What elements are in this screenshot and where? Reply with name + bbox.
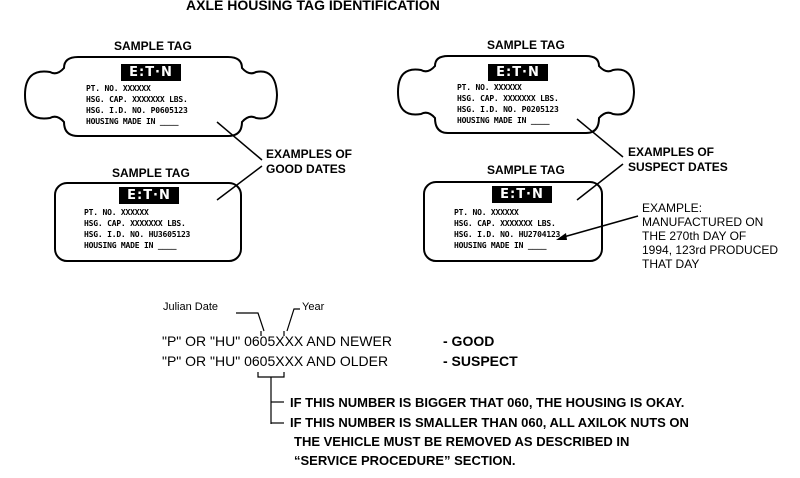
julian-pointer xyxy=(236,312,265,332)
code-prefix: "P" OR "HU" xyxy=(162,353,245,369)
eaton-logo: E:T·N xyxy=(488,64,548,81)
tag-line: HOUSING MADE IN ____ xyxy=(86,117,179,126)
example-note-line: THAT DAY xyxy=(642,257,700,271)
suspect-callout-line-bottom xyxy=(576,163,624,201)
tag-line: HOUSING MADE IN ____ xyxy=(454,241,547,250)
suspect-callout-line-top xyxy=(576,118,624,158)
rule-smaller-cont-1: THE VEHICLE MUST BE REMOVED AS DESCRIBED… xyxy=(294,434,630,449)
tag-line: HOUSING MADE IN ____ xyxy=(84,241,177,250)
code-older: AND OLDER xyxy=(303,353,389,369)
good-tag-bottom-outline xyxy=(54,182,242,262)
tag-line: PT. NO. XXXXXX xyxy=(84,208,149,217)
rules-bracket xyxy=(257,372,285,378)
example-arrow-head xyxy=(556,233,567,240)
rule-smaller: IF THIS NUMBER IS SMALLER THAN 060, ALL … xyxy=(290,415,689,430)
tag-line: HSG. CAP. XXXXXXX LBS. xyxy=(454,219,556,228)
suspect-dates-label-2: SUSPECT DATES xyxy=(628,160,728,174)
sample-tag-label-good-bottom: SAMPLE TAG xyxy=(112,166,190,180)
tag-line: PT. NO. XXXXXX xyxy=(86,84,151,93)
tag-line: PT. NO. XXXXXX xyxy=(457,83,522,92)
sample-tag-label-suspect-top: SAMPLE TAG xyxy=(487,38,565,52)
tag-line: PT. NO. XXXXXX xyxy=(454,208,519,217)
good-dates-label-1: EXAMPLES OF xyxy=(266,147,353,161)
good-callout-line-top xyxy=(216,121,263,161)
year-pointer xyxy=(286,308,300,332)
diagram-title: AXLE HOUSING TAG IDENTIFICATION xyxy=(186,0,440,13)
code-value: 0605XXX xyxy=(244,353,304,369)
eaton-logo: E:T·N xyxy=(121,64,181,81)
sample-tag-label-good-top: SAMPLE TAG xyxy=(114,39,192,53)
code-prefix: "P" OR "HU" xyxy=(162,333,245,349)
good-tag-top-outline xyxy=(23,56,279,137)
rule-smaller-cont-2: “SERVICE PROCEDURE” SECTION. xyxy=(294,453,516,468)
tag-line: HSG. I.D. NO. HU3605123 xyxy=(84,230,191,239)
tag-line: HSG. I.D. NO. P0205123 xyxy=(457,105,559,114)
code-value: 0605XXX xyxy=(244,333,304,349)
code-line-newer: "P" OR "HU" 0605XXX AND NEWER xyxy=(162,333,392,349)
eaton-logo: E:T·N xyxy=(492,186,552,203)
example-note-line: 1994, 123rd PRODUCED xyxy=(642,243,779,257)
tag-line: HSG. CAP. XXXXXXX LBS. xyxy=(457,94,559,103)
eaton-logo: E:T·N xyxy=(119,187,179,204)
tag-line: HSG. CAP. XXXXXXX LBS. xyxy=(86,95,188,104)
sample-tag-label-suspect-bottom: SAMPLE TAG xyxy=(487,163,565,177)
example-note-line: THE 270th DAY OF xyxy=(642,229,747,243)
example-note-line: EXAMPLE: xyxy=(642,201,703,215)
year-label: Year xyxy=(302,301,325,313)
result-good: - GOOD xyxy=(443,333,495,349)
example-arrow-line xyxy=(559,215,639,239)
tag-line: HSG. I.D. NO. HU2704123 xyxy=(454,230,561,239)
code-newer: AND NEWER xyxy=(303,333,392,349)
suspect-tag-top-outline xyxy=(396,55,636,134)
example-note-line: MANUFACTURED ON xyxy=(642,215,764,229)
tag-line: HSG. I.D. NO. P0605123 xyxy=(86,106,188,115)
code-line-older: "P" OR "HU" 0605XXX AND OLDER xyxy=(162,353,388,369)
tag-line: HOUSING MADE IN ____ xyxy=(457,116,550,125)
suspect-dates-label-1: EXAMPLES OF xyxy=(628,145,715,159)
good-callout-line-bottom xyxy=(216,165,263,201)
tag-line: HSG. CAP. XXXXXXX LBS. xyxy=(84,219,186,228)
result-suspect: - SUSPECT xyxy=(443,353,518,369)
julian-date-label: Julian Date xyxy=(163,301,219,313)
rule-bigger: IF THIS NUMBER IS BIGGER THAT 060, THE H… xyxy=(290,395,685,410)
suspect-tag-bottom-outline xyxy=(423,181,603,262)
good-dates-label-2: GOOD DATES xyxy=(266,162,346,176)
